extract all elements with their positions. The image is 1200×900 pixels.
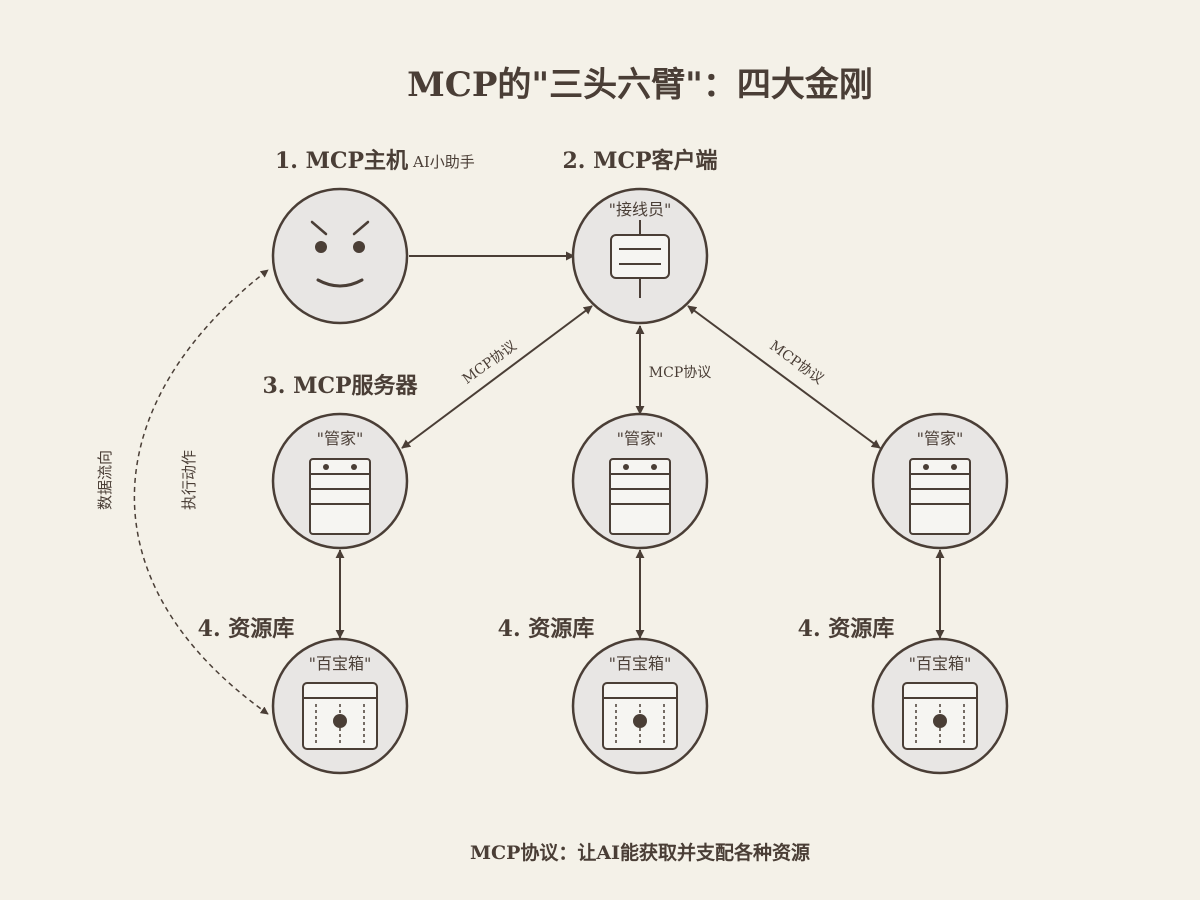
host-node — [271, 187, 409, 325]
server-label: "管家" — [617, 429, 664, 448]
host-subtitle: AI小助手 — [412, 153, 475, 171]
protocol-label-left: MCP协议 — [460, 338, 520, 388]
client-heading: 2. MCP客户端 — [562, 148, 717, 174]
resource-1: 4. 资源库 "百宝箱" — [198, 616, 409, 775]
switchboard-icon — [610, 220, 670, 298]
mcp-server-3: "管家" — [871, 412, 1009, 550]
client-server1-arrow — [401, 305, 593, 449]
server-label: "管家" — [917, 429, 964, 448]
page-title: MCP的"三头六臂"：四大金刚 — [407, 65, 873, 105]
connections — [133, 251, 945, 715]
server-rack-icon — [309, 458, 371, 535]
resource-2: 4. 资源库 "百宝箱" — [498, 616, 709, 775]
mcp-server-1: 3. MCP服务器 "管家" — [262, 373, 419, 550]
mcp-host: 1. MCP主机 AI小助手 — [271, 148, 475, 325]
resource-heading: 4. 资源库 — [198, 616, 295, 642]
treasure-box-icon — [602, 682, 678, 750]
data-flow-dashed-arrow — [133, 269, 269, 715]
treasure-box-icon — [302, 682, 378, 750]
server-label: "管家" — [317, 429, 364, 448]
mcp-server-2: "管家" — [571, 412, 709, 550]
resource-label: "百宝箱" — [309, 654, 372, 673]
action-label: 执行动作 — [180, 450, 198, 510]
server-rack-icon — [909, 458, 971, 535]
server-rack-icon — [609, 458, 671, 535]
host-heading: 1. MCP主机 — [275, 148, 408, 174]
resource-3: 4. 资源库 "百宝箱" — [798, 616, 1009, 775]
resource-heading: 4. 资源库 — [498, 616, 595, 642]
protocol-label-right: MCP协议 — [766, 338, 826, 388]
protocol-label-center: MCP协议 — [649, 365, 711, 381]
resource-label: "百宝箱" — [909, 654, 972, 673]
server-heading: 3. MCP服务器 — [262, 373, 418, 399]
client-label: "接线员" — [609, 200, 672, 219]
mcp-client: 2. MCP客户端 "接线员" — [562, 148, 718, 325]
data-flow-label: 数据流向 — [96, 450, 114, 510]
treasure-box-icon — [902, 682, 978, 750]
footer-caption: MCP协议：让AI能获取并支配各种资源 — [470, 841, 810, 864]
resource-label: "百宝箱" — [609, 654, 672, 673]
smiley-face-icon — [310, 220, 370, 288]
resource-heading: 4. 资源库 — [798, 616, 895, 642]
client-server3-arrow — [687, 305, 881, 449]
